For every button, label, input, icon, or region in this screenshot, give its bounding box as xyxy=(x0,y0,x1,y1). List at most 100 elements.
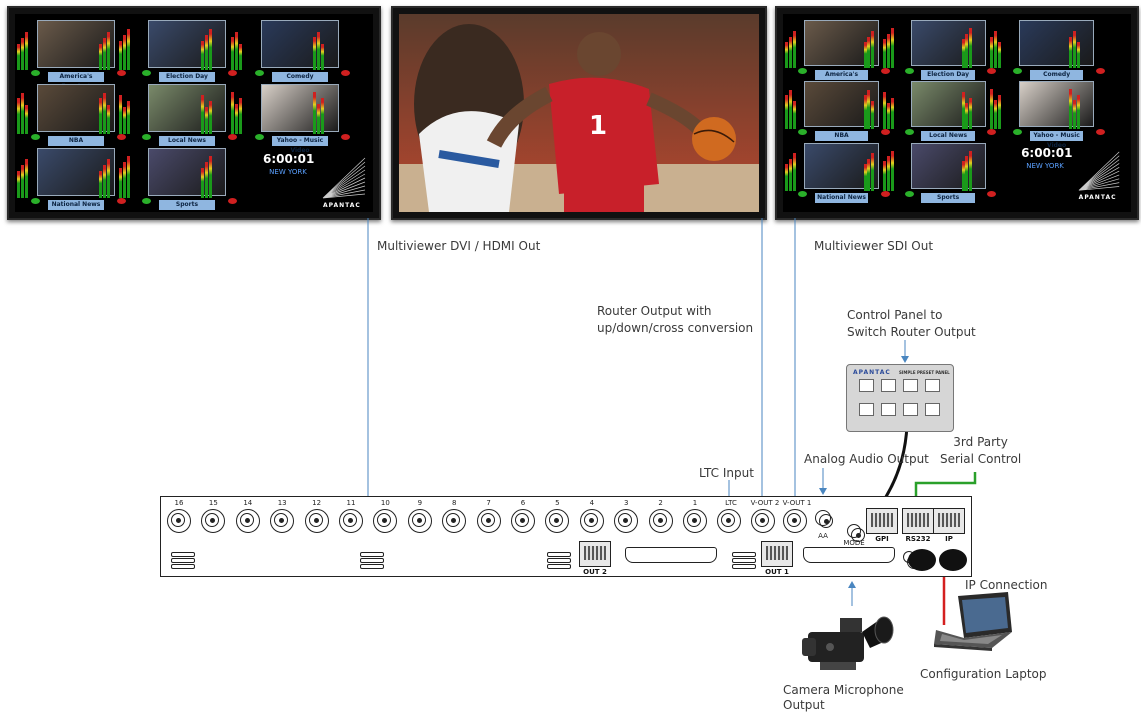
gpi-label: GPI xyxy=(875,535,889,543)
control-panel-brand: APANTAC xyxy=(853,369,891,376)
basketball-video: 1 xyxy=(399,14,759,212)
config-laptop-label: Configuration Laptop xyxy=(920,667,1047,681)
sdi-input-connector xyxy=(683,509,707,533)
multiviewer-tile-caption: National News xyxy=(814,192,869,203)
vout2-connector xyxy=(751,509,775,533)
audio-meter xyxy=(1069,87,1083,130)
multiviewer-tile-caption: Election Day xyxy=(159,72,215,82)
brand-logo-icon xyxy=(1078,151,1120,191)
multiviewer-tile: Local News xyxy=(910,81,986,142)
preset-button[interactable] xyxy=(903,379,918,392)
tally-light xyxy=(228,198,237,204)
audio-meter xyxy=(119,90,133,134)
multiviewer-tile: Comedy xyxy=(1019,19,1095,80)
sdi-input-connector xyxy=(373,509,398,533)
tally-light xyxy=(987,67,997,74)
tally-light xyxy=(255,134,264,140)
audio-meter xyxy=(961,148,976,191)
sdi-input-number: 9 xyxy=(417,499,423,507)
rs232-port xyxy=(902,508,934,534)
multiviewer-brand: APANTAC xyxy=(323,202,361,209)
aa-label: AA xyxy=(818,532,828,540)
tally-light xyxy=(31,134,40,140)
audio-meter xyxy=(99,26,113,70)
multiviewer-tile-caption: Election Day xyxy=(921,69,975,80)
multiviewer-tile: National News xyxy=(37,148,115,210)
audio-meter xyxy=(313,90,327,134)
jersey-number: 1 xyxy=(589,111,607,141)
tally-light xyxy=(798,129,808,136)
tally-light xyxy=(904,129,914,136)
multiviewer-monitor-right: America's FunniestElection DayComedyNBAL… xyxy=(775,6,1139,220)
tally-light xyxy=(31,70,40,76)
audio-meter xyxy=(882,148,897,191)
multiviewer-screen-sdi: America's FunniestElection DayComedyNBAL… xyxy=(783,14,1131,212)
camera-icon xyxy=(802,616,894,670)
multiviewer-tile-caption: NBA xyxy=(814,131,869,142)
audio-meter xyxy=(99,90,113,134)
out1-port xyxy=(761,541,793,567)
sdi-input-connector xyxy=(476,509,501,533)
audio-meter xyxy=(784,148,799,191)
preset-button[interactable] xyxy=(859,403,874,416)
tally-light xyxy=(1013,129,1023,136)
preset-button[interactable] xyxy=(881,379,896,392)
rs232-cable xyxy=(914,472,977,505)
sdi-input-connector xyxy=(545,509,570,533)
preset-button[interactable] xyxy=(903,403,918,416)
preset-button[interactable] xyxy=(925,403,940,416)
sdi-input-connector xyxy=(442,509,467,533)
sdi-input-connector xyxy=(270,509,295,533)
multiviewer-tile: Election Day xyxy=(148,20,226,82)
tally-light xyxy=(255,70,264,76)
tally-light xyxy=(798,190,808,197)
multiviewer-tile: Local News xyxy=(148,84,226,146)
tally-light xyxy=(142,198,151,204)
vout1-connector xyxy=(783,509,807,533)
multiviewer-tile: Election Day xyxy=(910,19,986,80)
audio-meter xyxy=(201,26,215,70)
audio-meter xyxy=(17,90,31,134)
multiviewer-tile: Sports xyxy=(148,148,226,210)
audio-meter xyxy=(863,26,878,68)
audio-meter xyxy=(99,154,113,198)
audio-meter xyxy=(882,26,897,68)
tally-light xyxy=(904,67,914,74)
power-knob-1 xyxy=(908,549,936,571)
sdi-input-number: 8 xyxy=(451,499,457,507)
tally-light xyxy=(117,198,126,204)
rs232-label: RS232 xyxy=(905,535,931,543)
tally-light xyxy=(1095,67,1105,74)
out2-label: OUT 2 xyxy=(583,568,607,576)
tally-light xyxy=(987,129,997,136)
vout2-connector-label: V-OUT 2 xyxy=(750,499,780,507)
tally-light xyxy=(880,67,890,74)
ltc-connector xyxy=(717,509,741,533)
tally-light xyxy=(117,70,126,76)
sdi-input-number: 6 xyxy=(520,499,526,507)
sdi-input-connector xyxy=(614,509,639,533)
audio-meter xyxy=(784,26,799,68)
ltc-input-label: LTC Input xyxy=(699,466,754,480)
multiviewer-tile-caption: Yahoo - Music Video xyxy=(272,136,328,154)
tally-light xyxy=(1095,129,1105,136)
multiviewer-clock: 6:00:01 xyxy=(263,152,315,166)
router-output-label: Router Output with up/down/cross convers… xyxy=(597,304,754,335)
audio-meter xyxy=(990,26,1004,68)
ip-connection-label: IP Connection xyxy=(965,578,1048,592)
sdi-input-number: 2 xyxy=(658,499,663,507)
preset-button[interactable] xyxy=(859,379,874,392)
multiviewer-tile-caption: National News xyxy=(48,200,104,210)
audio-meter xyxy=(313,26,327,70)
preset-button[interactable] xyxy=(925,379,940,392)
dsub-connector-2 xyxy=(803,547,895,563)
preset-button[interactable] xyxy=(881,403,896,416)
audio-meter xyxy=(961,87,976,130)
audio-meter xyxy=(17,154,31,198)
audio-meter xyxy=(1069,26,1083,68)
power-knob-2 xyxy=(939,549,967,571)
aa-connector xyxy=(815,510,833,528)
multiviewer-tile-caption: Sports xyxy=(921,192,975,203)
audio-meter xyxy=(201,154,215,198)
